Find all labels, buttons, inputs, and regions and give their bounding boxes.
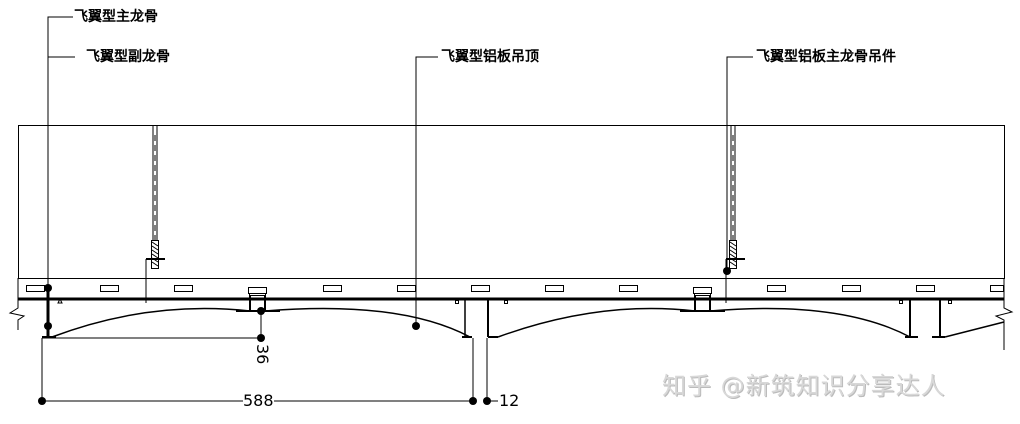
dimension-lines [41, 311, 498, 402]
label-sub-keel: 飞翼型副龙骨 [86, 49, 170, 65]
watermark: 知乎 @新筑知识分享达人 [662, 372, 946, 400]
dimension-span-width: 588 [243, 391, 274, 410]
slab-outline [18, 125, 1005, 279]
dimension-gap-width: 12 [499, 391, 520, 410]
label-ceiling: 飞翼型铝板吊顶 [441, 49, 539, 65]
hanger-rods [145, 125, 745, 303]
leader-dots [44, 267, 731, 330]
dimension-arc-height: 36 [253, 344, 272, 365]
label-hanger: 飞翼型铝板主龙骨吊件 [756, 49, 896, 65]
keel-slots [26, 285, 1004, 292]
aluminum-panels [42, 300, 1005, 338]
leader-lines [46, 16, 753, 337]
label-main-keel: 飞翼型主龙骨 [74, 9, 158, 25]
hanger-clips [248, 287, 712, 310]
